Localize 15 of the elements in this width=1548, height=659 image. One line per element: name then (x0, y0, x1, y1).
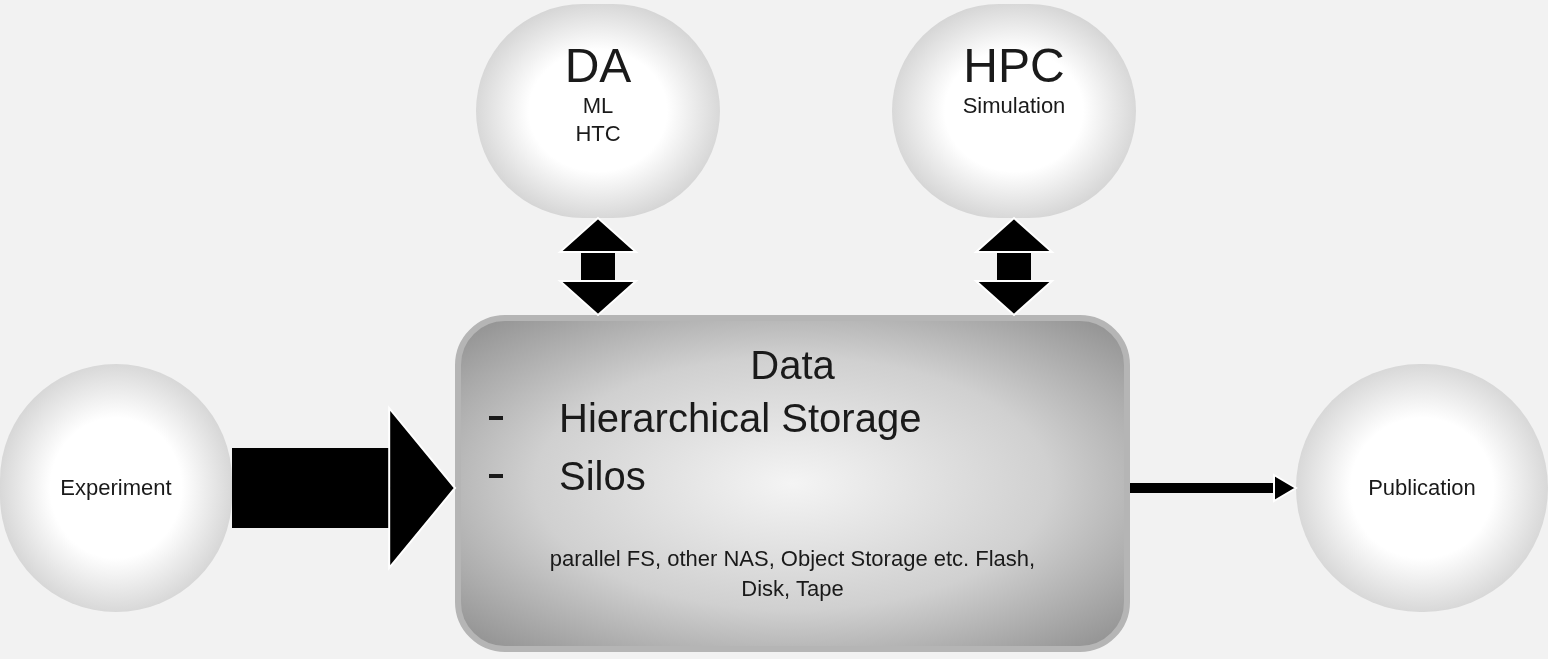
node-text: Simulation (962, 92, 1066, 120)
arrow (1130, 474, 1297, 502)
arrow (975, 217, 1053, 316)
node-text: ML HTC (574, 92, 622, 148)
box-note: parallel FS, other NAS, Object Storage etc. Flash, Disk, Tape (548, 545, 1037, 603)
storage-box (455, 315, 1130, 652)
node-text: Experiment (60, 474, 172, 502)
bullet-item: Hierarchical Storage (559, 395, 922, 442)
node-title: DA (564, 40, 632, 92)
node-title: HPC (963, 40, 1065, 92)
arrow (232, 407, 456, 569)
arrow (559, 217, 637, 316)
box-title: Data (750, 342, 835, 389)
bullet-item: Silos (559, 453, 646, 500)
node-text: Publication (1368, 474, 1476, 502)
